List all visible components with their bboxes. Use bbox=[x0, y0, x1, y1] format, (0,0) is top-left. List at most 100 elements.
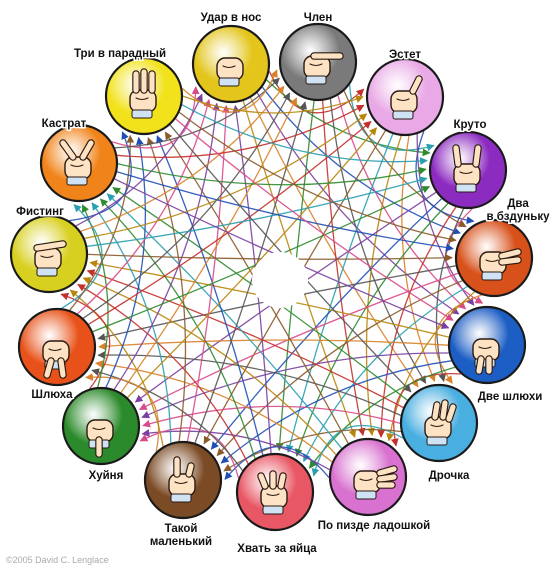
label-kruto: Круто bbox=[454, 119, 487, 131]
edge-khvat-to-khuynya bbox=[139, 427, 240, 479]
grabbing-hand-icon bbox=[257, 470, 288, 515]
gesture-node-estet bbox=[365, 57, 445, 137]
edge-drochka-to-khvat bbox=[311, 424, 404, 477]
label-estet: Эстет bbox=[389, 49, 421, 61]
two-fingers-down-icon bbox=[472, 338, 500, 375]
label-halo-kastrat: Кастрат bbox=[42, 118, 87, 130]
label-halo-chlen: Член bbox=[304, 12, 333, 24]
edge-tri-to-chlen bbox=[181, 69, 278, 113]
gesture-nodes bbox=[9, 22, 534, 532]
walking-fingers-icon bbox=[42, 340, 70, 379]
two-fingers-forward-icon bbox=[479, 248, 522, 281]
edge-kruto-to-po-pizde bbox=[377, 206, 457, 438]
edge-shlyukha-to-chlen bbox=[82, 92, 291, 319]
gesture-node-kastrat bbox=[39, 123, 119, 203]
label-halo-udar: Удар в нос bbox=[201, 12, 262, 24]
label-halo-khvat: Хвать за яйца bbox=[237, 543, 317, 555]
edge-shlyukha-to-udar bbox=[76, 99, 212, 315]
gesture-node-chlen bbox=[278, 22, 358, 102]
edge-takoy-to-shlyukha bbox=[85, 373, 160, 452]
edge-fisting-to-chlen bbox=[80, 85, 285, 232]
edge-drochka-to-shlyukha bbox=[97, 351, 401, 416]
scissors-hand-icon bbox=[59, 139, 95, 186]
edge-tri-to-dva bbox=[179, 111, 457, 243]
edge-tri-to-kruto bbox=[181, 104, 428, 165]
label-halo-kruto: Круто bbox=[454, 119, 487, 131]
label-halo-tri: Три в парадный bbox=[74, 48, 166, 60]
gesture-node-dve-shlyukhi bbox=[447, 305, 527, 385]
fist-icon bbox=[216, 57, 244, 87]
edge-khvat-to-shlyukha bbox=[91, 368, 244, 471]
edge-khvat-to-fisting bbox=[77, 283, 249, 464]
edge-chlen-to-dve-shlyukhi bbox=[337, 95, 467, 310]
flat-palm-icon bbox=[353, 465, 398, 500]
label-khvat: Хвать за яйца bbox=[237, 543, 317, 555]
label-udar: Удар в нос bbox=[201, 12, 262, 24]
edge-khvat-to-tri bbox=[156, 135, 264, 456]
edge-shlyukha-to-kastrat bbox=[61, 204, 103, 309]
label-halo-fisting: Фистинг bbox=[16, 206, 64, 218]
label-halo-shlyukha: Шлюха bbox=[31, 389, 73, 401]
gesture-node-drochka bbox=[399, 383, 479, 463]
pinky-raised-hand-icon bbox=[390, 75, 423, 120]
gesture-node-dva bbox=[454, 218, 534, 298]
horns-hand-icon bbox=[452, 144, 482, 193]
gesture-node-kruto bbox=[428, 130, 508, 210]
label-po-pizde: По пизде ладошкой bbox=[318, 520, 430, 532]
label-shlyukha: Шлюха bbox=[31, 389, 73, 401]
edge-tri-to-estet bbox=[182, 95, 364, 114]
edge-takoy-to-tri bbox=[146, 137, 187, 442]
label-drochka: Дрочка bbox=[429, 470, 470, 482]
edge-khuynya-to-chlen bbox=[120, 97, 298, 393]
label-kastrat: Кастрат bbox=[42, 118, 87, 130]
edge-drochka-to-khuynya bbox=[142, 405, 401, 428]
gesture-node-shlyukha bbox=[17, 307, 97, 387]
pointing-hand-icon bbox=[303, 52, 344, 85]
edge-tri-to-dve-shlyukhi bbox=[175, 118, 454, 321]
label-halo-khuynya: Хуйня bbox=[89, 470, 124, 482]
gesture-node-khuynya bbox=[61, 386, 141, 466]
edge-udar-to-drochka bbox=[250, 97, 419, 388]
ok-hand-icon bbox=[424, 399, 457, 446]
edge-drochka-to-fisting bbox=[86, 269, 404, 409]
gesture-node-udar bbox=[191, 24, 271, 104]
copyright-text: ©2005 David C. Lenglace bbox=[6, 555, 109, 565]
gesture-node-khvat bbox=[235, 452, 315, 532]
edge-fisting-to-kruto bbox=[87, 176, 428, 247]
label-chlen: Член bbox=[304, 12, 333, 24]
edge-po-pizde-to-shlyukha bbox=[95, 360, 333, 463]
label-dve-shlyukhi: Две шлюхи bbox=[478, 391, 543, 403]
label-tri: Три в парадный bbox=[74, 48, 166, 60]
edge-dve-shlyukhi-to-shlyukha bbox=[98, 339, 449, 351]
edge-khuynya-to-tri bbox=[105, 136, 147, 388]
edge-po-pizde-to-khuynya bbox=[141, 429, 331, 471]
label-halo-po-pizde: По пизде ладошкой bbox=[318, 520, 430, 532]
edge-kastrat-to-dva bbox=[116, 171, 454, 252]
label-halo-estet: Эстет bbox=[389, 49, 421, 61]
edge-chlen-to-drochka bbox=[329, 98, 427, 384]
edge-po-pizde-to-fisting bbox=[82, 277, 337, 456]
gesture-node-takoy bbox=[143, 440, 223, 520]
edge-kastrat-to-udar bbox=[111, 86, 200, 149]
edge-fisting-to-tri bbox=[69, 131, 132, 222]
edge-takoy-to-kastrat bbox=[91, 202, 172, 443]
edge-dve-shlyukhi-to-takoy bbox=[220, 360, 452, 464]
gesture-node-po-pizde bbox=[328, 437, 408, 517]
label-khuynya: Хуйня bbox=[89, 470, 124, 482]
edge-chlen-to-dva bbox=[343, 90, 467, 228]
edge-chlen-to-po-pizde bbox=[322, 100, 366, 437]
small-gap-hand-icon bbox=[168, 456, 196, 503]
edge-dve-shlyukhi-to-khuynya bbox=[141, 352, 449, 419]
edge-kastrat-to-estet bbox=[117, 104, 365, 158]
label-fisting: Фистинг bbox=[16, 206, 64, 218]
edge-fisting-to-estet bbox=[84, 113, 368, 239]
thumbs-down-icon bbox=[86, 419, 114, 458]
edge-shlyukha-to-estet bbox=[88, 120, 372, 325]
cupped-hand-icon bbox=[33, 240, 67, 277]
